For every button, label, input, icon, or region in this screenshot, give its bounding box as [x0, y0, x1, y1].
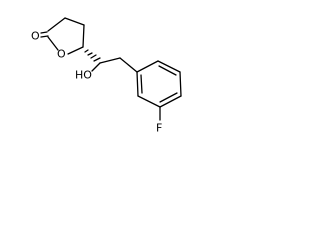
bond-ar-inner-2 — [159, 92, 178, 103]
bond-ar-6 — [136, 71, 139, 97]
ring-oxygen-label: O — [57, 48, 66, 61]
phenyl-ring — [136, 60, 182, 121]
structure-diagram: O O HO F — [31, 17, 182, 135]
stereo-hash-bond — [84, 49, 101, 62]
bond-c1-c2 — [47, 17, 66, 32]
bond-ring-o-c1 — [47, 36, 59, 51]
hydroxyl-label: HO — [75, 69, 92, 82]
lactone-ring — [40, 17, 85, 55]
bond-c2-c3 — [64, 17, 85, 26]
bond-carbonyl-2 — [40, 35, 49, 38]
carbonyl-oxygen-label: O — [31, 30, 40, 43]
bond-ar-2 — [157, 60, 181, 73]
bond-ch2-ring — [119, 57, 138, 73]
bond-c3-c4 — [82, 24, 85, 48]
bond-ar-inner-1 — [158, 65, 177, 76]
bond-ar-5 — [137, 95, 161, 108]
bond-ar-inner-3 — [140, 74, 143, 94]
bond-carbonyl-1 — [40, 31, 48, 34]
bond-ar-1 — [136, 60, 159, 73]
side-chain — [84, 49, 138, 73]
bond-ar-4 — [159, 95, 182, 108]
bond-ar-3 — [179, 71, 182, 97]
fluorine-label: F — [156, 122, 162, 135]
bond-c4-ring-o — [67, 46, 84, 55]
bond-chiral-ho — [91, 62, 101, 72]
bond-chiral-ch2 — [99, 57, 121, 64]
